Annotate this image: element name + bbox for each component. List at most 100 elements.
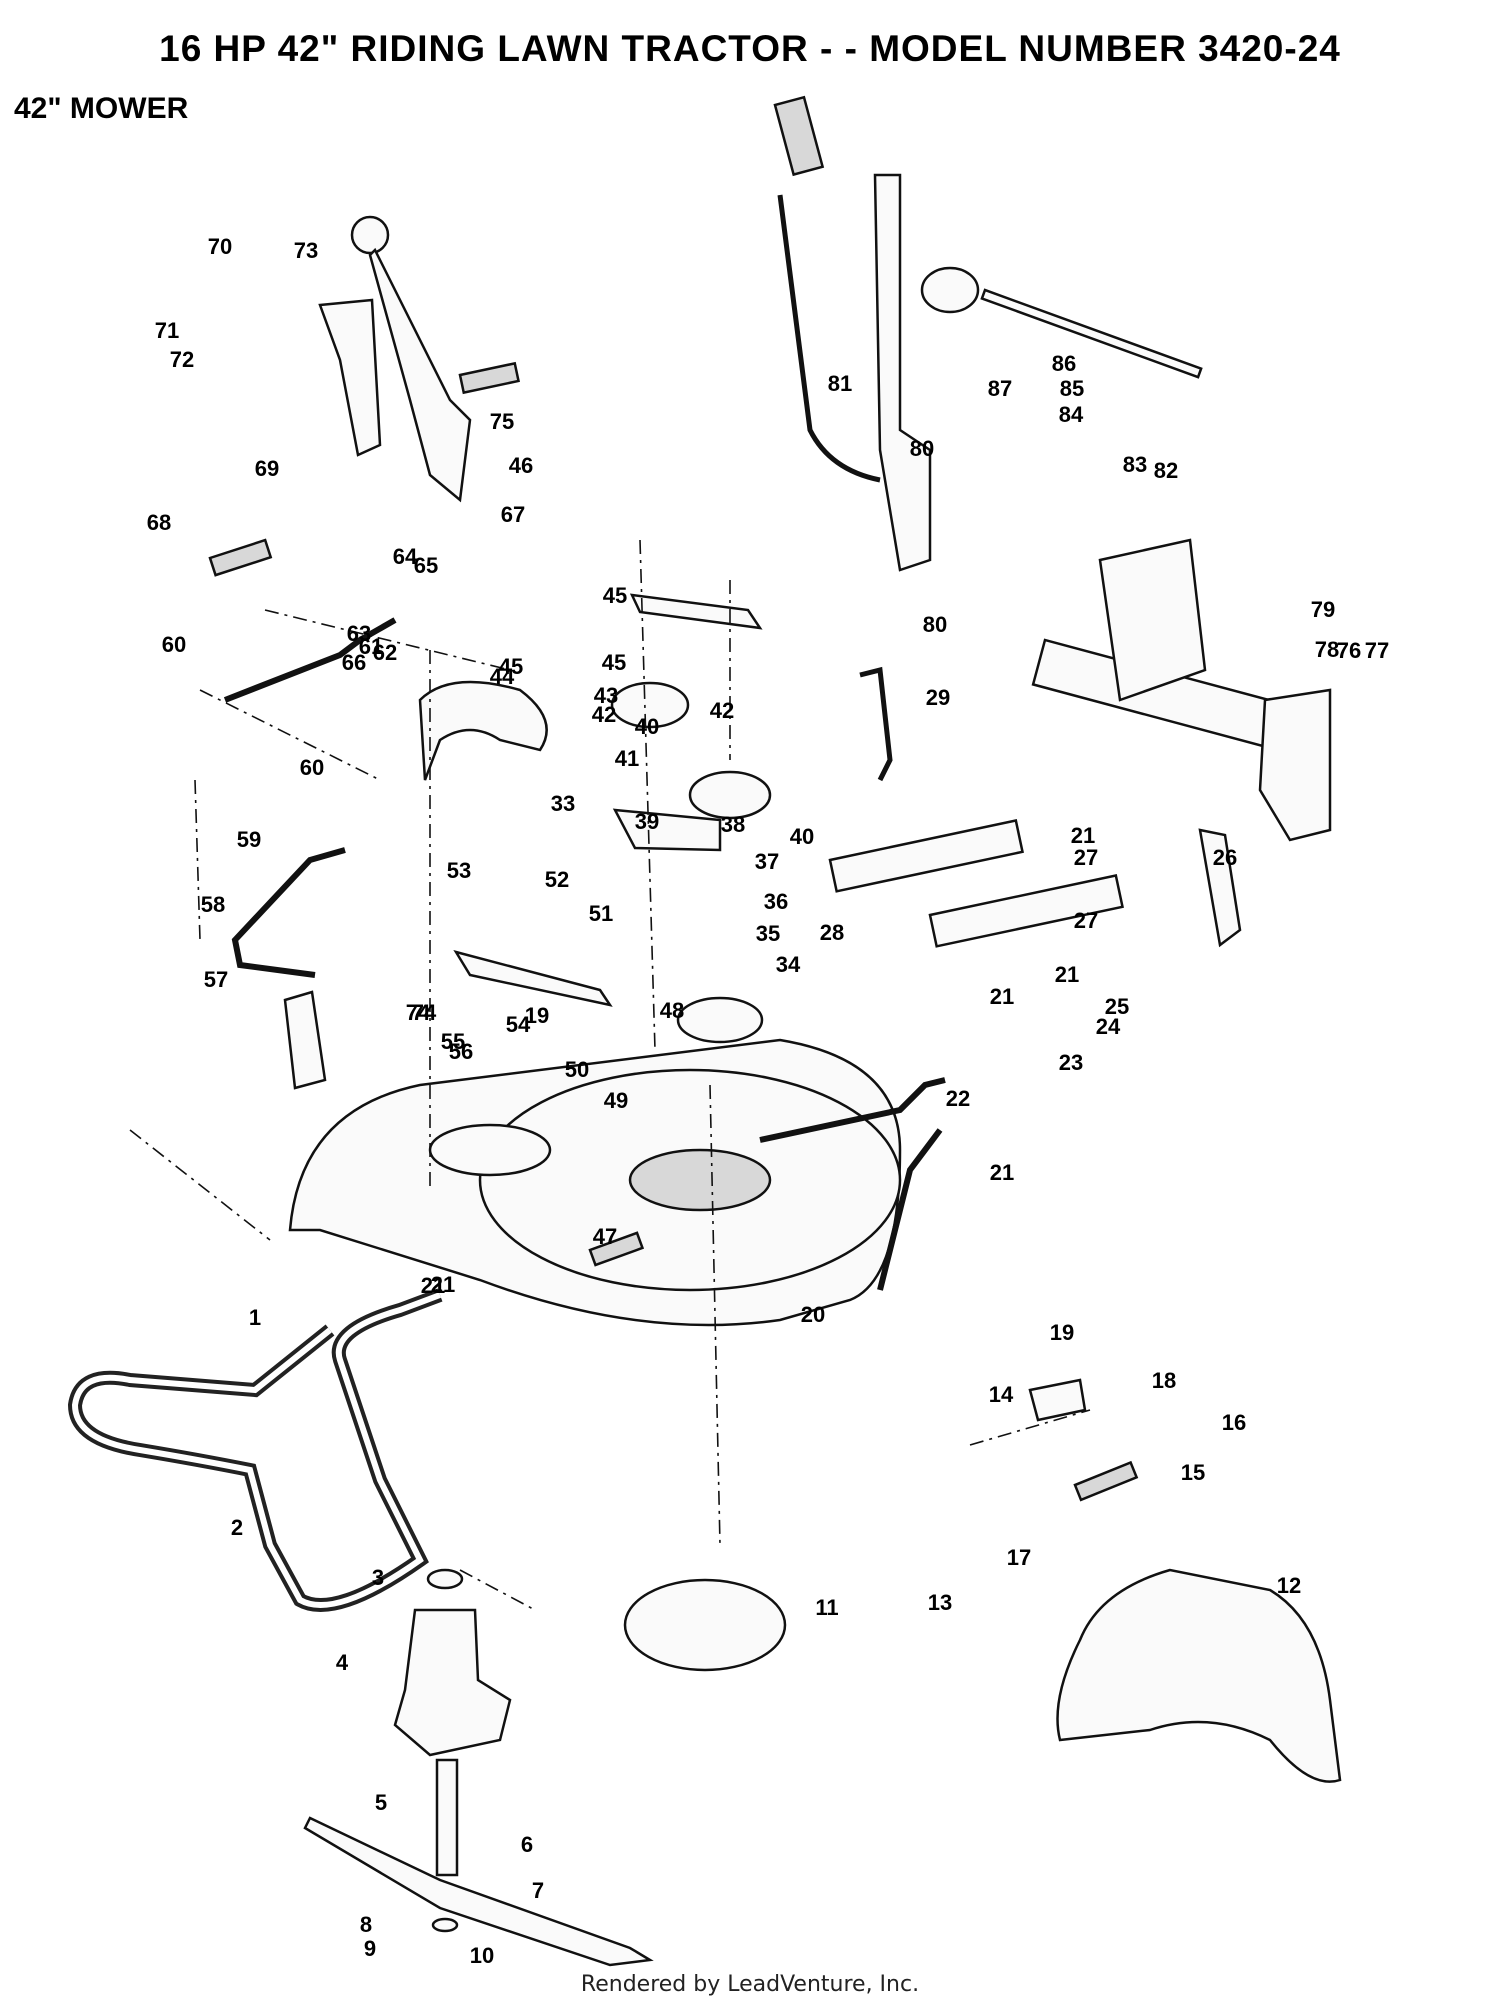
- deck-hanger: [283, 990, 327, 1090]
- callout-68: 68: [147, 510, 171, 535]
- callout-76: 76: [1337, 638, 1361, 663]
- callout-11: 11: [815, 1595, 838, 1620]
- belt-spring: [1073, 1460, 1139, 1502]
- callout-27: 27: [1074, 845, 1098, 870]
- callout-6: 6: [521, 1832, 533, 1857]
- callout-33: 33: [551, 791, 575, 816]
- callout-91: 91: [0, 0, 12, 5]
- deck-blade-well: [628, 1148, 772, 1212]
- shift-lever: [368, 247, 472, 503]
- lift-link-rod: [223, 617, 397, 703]
- callout-9: 9: [364, 1936, 376, 1961]
- callout-19: 19: [525, 1003, 549, 1028]
- front-bracket: [1198, 828, 1242, 948]
- draft-rod: [759, 1077, 946, 1143]
- callout-46: 46: [509, 453, 533, 478]
- callout-85: 85: [1060, 376, 1084, 401]
- callout-59: 59: [237, 827, 261, 852]
- callout-41: 41: [615, 746, 639, 771]
- adjust-rod: [980, 288, 1203, 379]
- idler-pulley-left: [610, 681, 690, 729]
- callout-25: 25: [1105, 994, 1129, 1019]
- callout-34: 34: [776, 952, 801, 977]
- callout-21: 21: [990, 984, 1014, 1009]
- callout-12: 12: [1277, 1573, 1301, 1598]
- callout-39: 39: [635, 809, 659, 834]
- callout-61: 61: [359, 634, 383, 659]
- callout-45: 45: [499, 654, 523, 679]
- callout-60: 60: [300, 755, 324, 780]
- callout-45: 45: [602, 650, 626, 675]
- callout-74: 74: [412, 1000, 437, 1025]
- discharge-chute: [1056, 1568, 1342, 1783]
- callout-19: 19: [1050, 1320, 1074, 1345]
- callout-81: 81: [828, 371, 852, 396]
- callout-88: 88: [0, 0, 12, 5]
- callout-74: 74: [406, 1000, 431, 1025]
- callout-44: 44: [490, 664, 515, 689]
- callout-62: 62: [373, 640, 397, 665]
- spindle-shaft: [435, 1758, 459, 1877]
- callout-93: 93: [0, 0, 12, 5]
- callout-47: 47: [593, 1224, 617, 1249]
- callout-24: 24: [1096, 1014, 1121, 1039]
- callout-21: 21: [431, 1272, 455, 1297]
- callout-84: 84: [1059, 402, 1084, 427]
- callout-40: 40: [635, 714, 659, 739]
- callout-27: 27: [1074, 908, 1098, 933]
- callout-17: 17: [1007, 1545, 1031, 1570]
- callout-2: 2: [231, 1515, 243, 1540]
- section-title: 42" MOWER: [14, 92, 189, 125]
- deck-lever-rod: [877, 1128, 943, 1291]
- callout-53: 53: [447, 858, 471, 883]
- callout-83: 83: [1123, 452, 1147, 477]
- callout-50: 50: [565, 1057, 589, 1082]
- callout-64: 64: [393, 544, 418, 569]
- callout-82: 82: [1154, 458, 1178, 483]
- callout-87: 87: [988, 376, 1012, 401]
- callout-21: 21: [1055, 962, 1079, 987]
- mower-blade: [303, 1816, 654, 1967]
- callout-65: 65: [414, 553, 438, 578]
- front-link-rod: [231, 847, 346, 978]
- lift-arm-lower: [928, 874, 1124, 948]
- spindle-housing: [393, 1608, 512, 1757]
- callout-37: 37: [755, 849, 779, 874]
- callout-63: 63: [347, 621, 371, 646]
- lift-lever: [873, 173, 932, 572]
- callout-42: 42: [592, 702, 616, 727]
- callout-20: 20: [801, 1302, 825, 1327]
- callout-78: 78: [1315, 637, 1339, 662]
- callout-49: 49: [604, 1088, 628, 1113]
- callout-10: 10: [470, 1943, 494, 1968]
- callout-79: 79: [1311, 597, 1335, 622]
- belt-guard: [418, 680, 548, 781]
- callout-4: 4: [336, 1650, 349, 1675]
- callout-15: 15: [1181, 1460, 1205, 1485]
- callout-36: 36: [764, 889, 788, 914]
- brake-link: [453, 949, 613, 1007]
- shift-knob: [350, 215, 390, 255]
- lift-arm-upper: [828, 819, 1024, 893]
- callout-18: 18: [1152, 1368, 1176, 1393]
- callout-40: 40: [790, 824, 814, 849]
- rear-shield: [623, 1578, 787, 1672]
- callout-35: 35: [756, 921, 780, 946]
- callout-51: 51: [589, 901, 613, 926]
- callout-16: 16: [1222, 1410, 1246, 1435]
- lever-grip: [773, 95, 825, 177]
- callout-60: 60: [162, 632, 186, 657]
- callout-43: 43: [594, 683, 618, 708]
- deck-spring: [208, 538, 273, 577]
- callout-77: 77: [1365, 638, 1389, 663]
- callout-67: 67: [501, 502, 525, 527]
- callout-86: 86: [1052, 351, 1076, 376]
- guide-lines: [129, 539, 1091, 1611]
- rear-rod: [859, 666, 893, 782]
- lift-bracket: [1098, 538, 1207, 702]
- callout-21: 21: [421, 1273, 445, 1298]
- callout-1: 1: [249, 1305, 261, 1330]
- idler-pulley-right: [688, 770, 772, 820]
